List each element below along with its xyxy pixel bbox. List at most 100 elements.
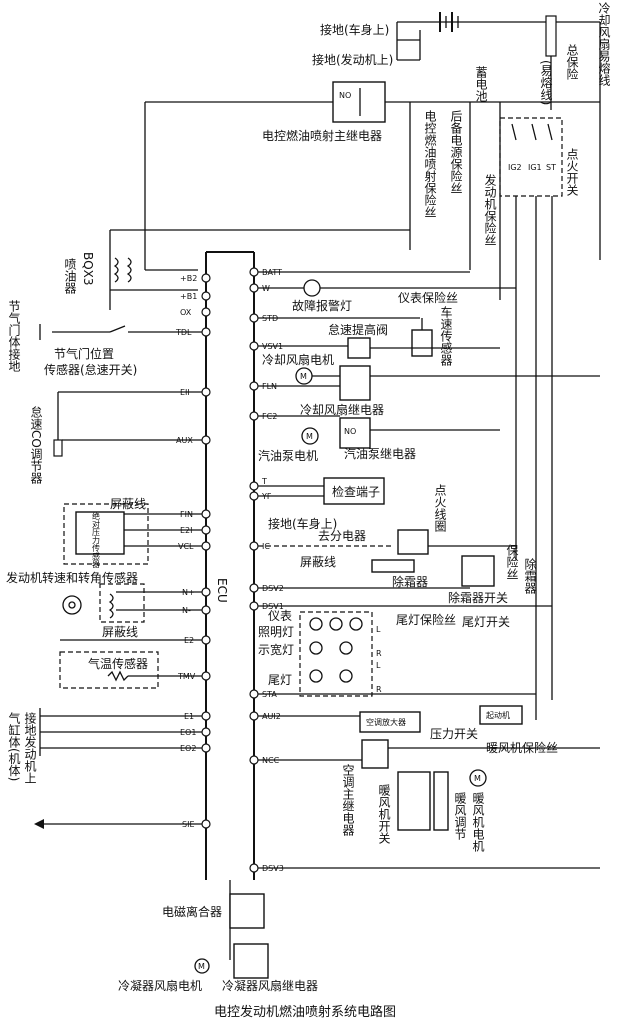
- tail-lamp-label: 尾灯: [268, 673, 292, 687]
- efi-relay-no: NO: [339, 91, 351, 100]
- idle-co-label: 怠速CO调节器: [29, 406, 43, 485]
- efi-main-relay: NO 电控燃油喷射主继电器: [144, 81, 600, 270]
- left-sensors: 节气门体接地 节气门位置 传感器(怠速开关) 怠速CO调节器 屏蔽线 绝对压力传…: [6, 300, 202, 829]
- meter-fuse-label: 仪表保险丝: [398, 290, 458, 305]
- condenser-fan-motor-m: M: [198, 962, 205, 971]
- ignition-coil-label: 点火线圈: [433, 484, 447, 533]
- ac-relay-box: [361, 739, 389, 769]
- condenser-fan-relay-label: 冷凝器风扇继电器: [222, 978, 318, 993]
- tail-lamp-icon-1: [309, 669, 323, 683]
- efi-fuse-label: 电控燃油喷射保险丝: [423, 110, 437, 218]
- side-lamp-icon-2: [339, 641, 353, 655]
- heater-motor-icon: [469, 769, 487, 787]
- bqx3-label: BQX3: [81, 252, 95, 286]
- fan-fusible-link-label: 冷却风扇易熔线: [597, 2, 611, 86]
- shield-line-3-label: 屏蔽线: [300, 555, 336, 569]
- battery-section: 蓄电池 接地(车身上) 接地(发动机上) 总保险 (易熔线) 冷却风扇易熔线: [312, 2, 611, 260]
- ac-amplifier-box: [359, 711, 421, 733]
- rpm-sensor-label: 发动机转速和转角传感器: [6, 570, 138, 585]
- shield-line-2-label: 屏蔽线: [102, 625, 138, 639]
- pump-relay-no: NO: [344, 427, 356, 436]
- defroster-label: 除霜器: [392, 574, 428, 589]
- tail-switch-label: 尾灯开关: [462, 615, 510, 629]
- tail-lamp-icon-2: [339, 669, 353, 683]
- warning-lamp-icon: [303, 279, 321, 297]
- magnetic-clutch-box: [229, 893, 265, 929]
- pin-t: T: [261, 477, 267, 486]
- defroster-switch-label: 除霜器开关: [448, 590, 508, 605]
- meter-lamp-icon-3: [349, 617, 363, 631]
- right-components: 故障报警灯 仪表保险丝 车速传感器 怠速提高阀 冷却风扇电机 M 冷却风扇继电器…: [118, 271, 600, 993]
- heater-motor-label: 暖风机电机: [471, 792, 485, 852]
- ac-amplifier-label: 空调放大器: [366, 717, 406, 727]
- map-sensor-box: [75, 511, 125, 555]
- ground-block-label-2: 气缸体(机体): [7, 711, 21, 782]
- pump-motor-m: M: [306, 432, 313, 441]
- heater-adjust-box: [433, 771, 449, 831]
- fan-relay-label: 冷却风扇继电器: [300, 402, 384, 417]
- lamp-r-2: R: [376, 685, 382, 694]
- ground-body-2-label: 接地(车身上): [268, 516, 337, 531]
- condenser-fan-relay-box: [233, 943, 269, 979]
- efi-main-relay-label: 电控燃油喷射主继电器: [262, 128, 382, 143]
- meter-lamp-label-2: 照明灯: [258, 625, 294, 639]
- air-temp-label: 气温传感器: [88, 656, 148, 671]
- map-sensor-label: 绝对压力传感器: [92, 511, 101, 569]
- speed-sensor-label: 车速传感器: [439, 305, 453, 367]
- fuse-column: 后备电源保险丝 电控燃油喷射保险丝 发动机保险丝: [423, 102, 501, 300]
- starter-box: [479, 705, 523, 725]
- air-temp-sensor-icon: [107, 670, 129, 682]
- injector-coil-icon: [113, 257, 132, 283]
- pin-b2: +B2: [180, 274, 197, 283]
- ignition-switch-box: [499, 117, 563, 197]
- idle-valve-box: [347, 337, 371, 359]
- side-lamp-label: 示宽灯: [258, 642, 294, 657]
- main-fuse-label: 总保险: [565, 44, 579, 80]
- pump-relay-label: 汽油泵继电器: [344, 446, 416, 461]
- fan-motor-label: 冷却风扇电机: [262, 352, 334, 367]
- fusible-link-label: (易熔线): [539, 60, 553, 105]
- speed-sensor-box: [411, 329, 433, 357]
- ignition-switch-label: 点火开关: [565, 148, 579, 196]
- engine-fuse-label: 发动机保险丝: [483, 173, 497, 246]
- lamp-l-2: L: [376, 661, 381, 670]
- battery-label: 蓄电池: [474, 66, 488, 102]
- tail-fuse-label: 尾灯保险丝: [396, 612, 456, 627]
- idle-valve-label: 怠速提高阀: [328, 322, 388, 337]
- ignition-switch: IG2 IG1 ST 点火开关: [499, 117, 579, 720]
- pin-b1: +B1: [180, 292, 197, 301]
- lamp-r-1: R: [376, 649, 382, 658]
- ecu-block: ECU: [205, 251, 255, 880]
- starter-label: 起动机: [486, 710, 510, 720]
- heater-switch-label: 暖风机开关: [377, 784, 391, 844]
- lamp-l-1: L: [376, 625, 381, 634]
- condenser-fan-motor-icon: [194, 958, 210, 974]
- st-pin: ST: [546, 163, 556, 172]
- magnetic-clutch-label: 电磁离合器: [162, 904, 222, 919]
- meter-lamp-icon-1: [309, 617, 323, 631]
- ignition-coil-box: [397, 529, 429, 555]
- ecu-label: ECU: [215, 578, 229, 603]
- tps-label-2: 传感器(怠速开关): [44, 362, 137, 377]
- heater-switch-box: [397, 771, 431, 831]
- pump-relay-box: [339, 417, 371, 449]
- warning-lamp-label: 故障报警灯: [292, 298, 352, 313]
- rpm-sensor-icon: [62, 595, 82, 615]
- diagram-title: 电控发动机燃油喷射系统电路图: [214, 1004, 396, 1020]
- defroster-box: [371, 559, 415, 573]
- injectors: BQX3 喷油器: [63, 229, 410, 310]
- ig1-pin: IG1: [528, 163, 542, 172]
- battery-icon: [439, 12, 459, 32]
- ig2-pin: IG2: [508, 163, 522, 172]
- ground-engine-block-label: 接地发动机上: [23, 711, 37, 784]
- meter-lamp-icon-2: [329, 617, 343, 631]
- backup-fuse-label: 后备电源保险丝: [449, 110, 463, 194]
- defrost-fuse-label-2: 保险丝: [505, 544, 519, 580]
- defrost-fuse-label: 除霜器: [523, 557, 537, 595]
- tps-label: 节气门位置: [54, 346, 114, 361]
- fan-relay-box: [339, 365, 371, 401]
- fan-motor-m: M: [300, 372, 307, 381]
- throttle-ground-label: 节气门体接地: [7, 300, 21, 372]
- distributor-label: 去分电器: [318, 529, 366, 543]
- injector-label: 喷油器: [63, 258, 77, 295]
